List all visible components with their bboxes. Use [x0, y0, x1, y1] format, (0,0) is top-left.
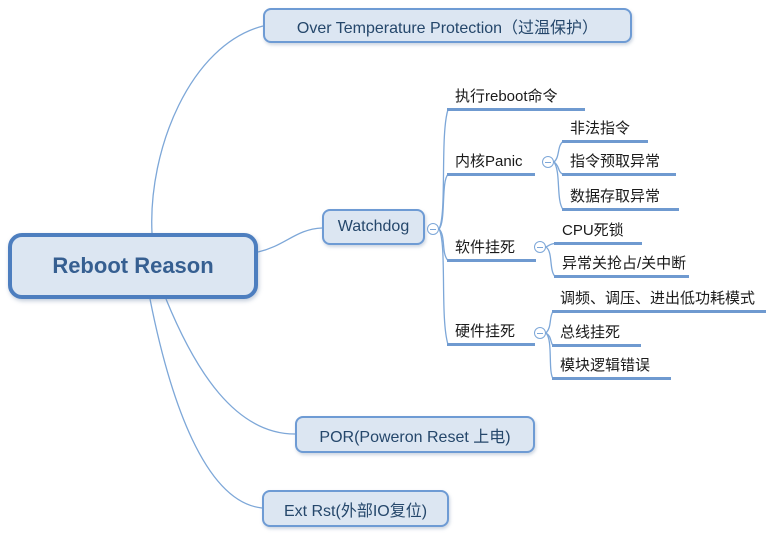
topic-instruction-prefetch-abort[interactable]: 指令预取异常 [562, 153, 676, 176]
connector-root-watchdog [257, 227, 323, 253]
topic-ext-rst[interactable]: Ext Rst(外部IO复位) [262, 490, 449, 527]
topic-hardware-hang[interactable]: 硬件挂死 [447, 323, 535, 346]
connector-hw-freq [545, 311, 554, 334]
topic-data-access-abort[interactable]: 数据存取异常 [562, 188, 679, 211]
topic-label: Watchdog [337, 218, 410, 235]
collapse-minus-circle-icon-software-hang[interactable] [534, 241, 546, 253]
connector-panic-illegal [553, 140, 564, 163]
connector-root-overtemp [151, 25, 264, 234]
topic-software-hang[interactable]: 软件挂死 [447, 239, 536, 262]
connector-root-extrst [149, 298, 263, 509]
topic-por-poweron-reset[interactable]: POR(Poweron Reset 上电) [295, 416, 535, 453]
topic-over-temperature-protection[interactable]: Over Temperature Protection（过温保护） [263, 8, 632, 43]
topic-module-logic-error[interactable]: 模块逻辑错误 [552, 357, 671, 380]
topic-illegal-instruction[interactable]: 非法指令 [562, 120, 648, 143]
connector-watchdog-hw [438, 228, 449, 345]
topic-label: Over Temperature Protection（过温保护） [296, 19, 599, 37]
topic-dvfs-low-power-mode[interactable]: 调频、调压、进出低功耗模式 [552, 290, 766, 313]
topic-bus-hang[interactable]: 总线挂死 [552, 324, 641, 347]
connector-root-por [165, 298, 296, 435]
topic-exec-reboot-command[interactable]: 执行reboot命令 [447, 88, 585, 111]
connector-panic-data [553, 161, 564, 210]
topic-watchdog[interactable]: Watchdog [322, 209, 425, 245]
topic-kernel-panic[interactable]: 内核Panic [447, 153, 535, 176]
connector-hw-module [545, 332, 554, 379]
root-topic-reboot-reason[interactable]: Reboot Reason [8, 233, 258, 299]
topic-cpu-deadlock[interactable]: CPU死锁 [554, 222, 642, 245]
connector-watchdog-panic [438, 174, 449, 230]
collapse-minus-circle-icon-kernel-panic[interactable] [542, 156, 554, 168]
topic-preempt-interrupt-disabled[interactable]: 异常关抢占/关中断 [554, 255, 689, 278]
collapse-minus-circle-icon-hardware-hang[interactable] [534, 327, 546, 339]
collapse-minus-circle-icon-watchdog[interactable] [427, 223, 439, 235]
root-topic-label: Reboot Reason [52, 253, 214, 278]
topic-label: POR(Poweron Reset 上电) [319, 428, 511, 446]
topic-label: Ext Rst(外部IO复位) [283, 502, 428, 520]
connector-sw-preempt [545, 246, 556, 277]
